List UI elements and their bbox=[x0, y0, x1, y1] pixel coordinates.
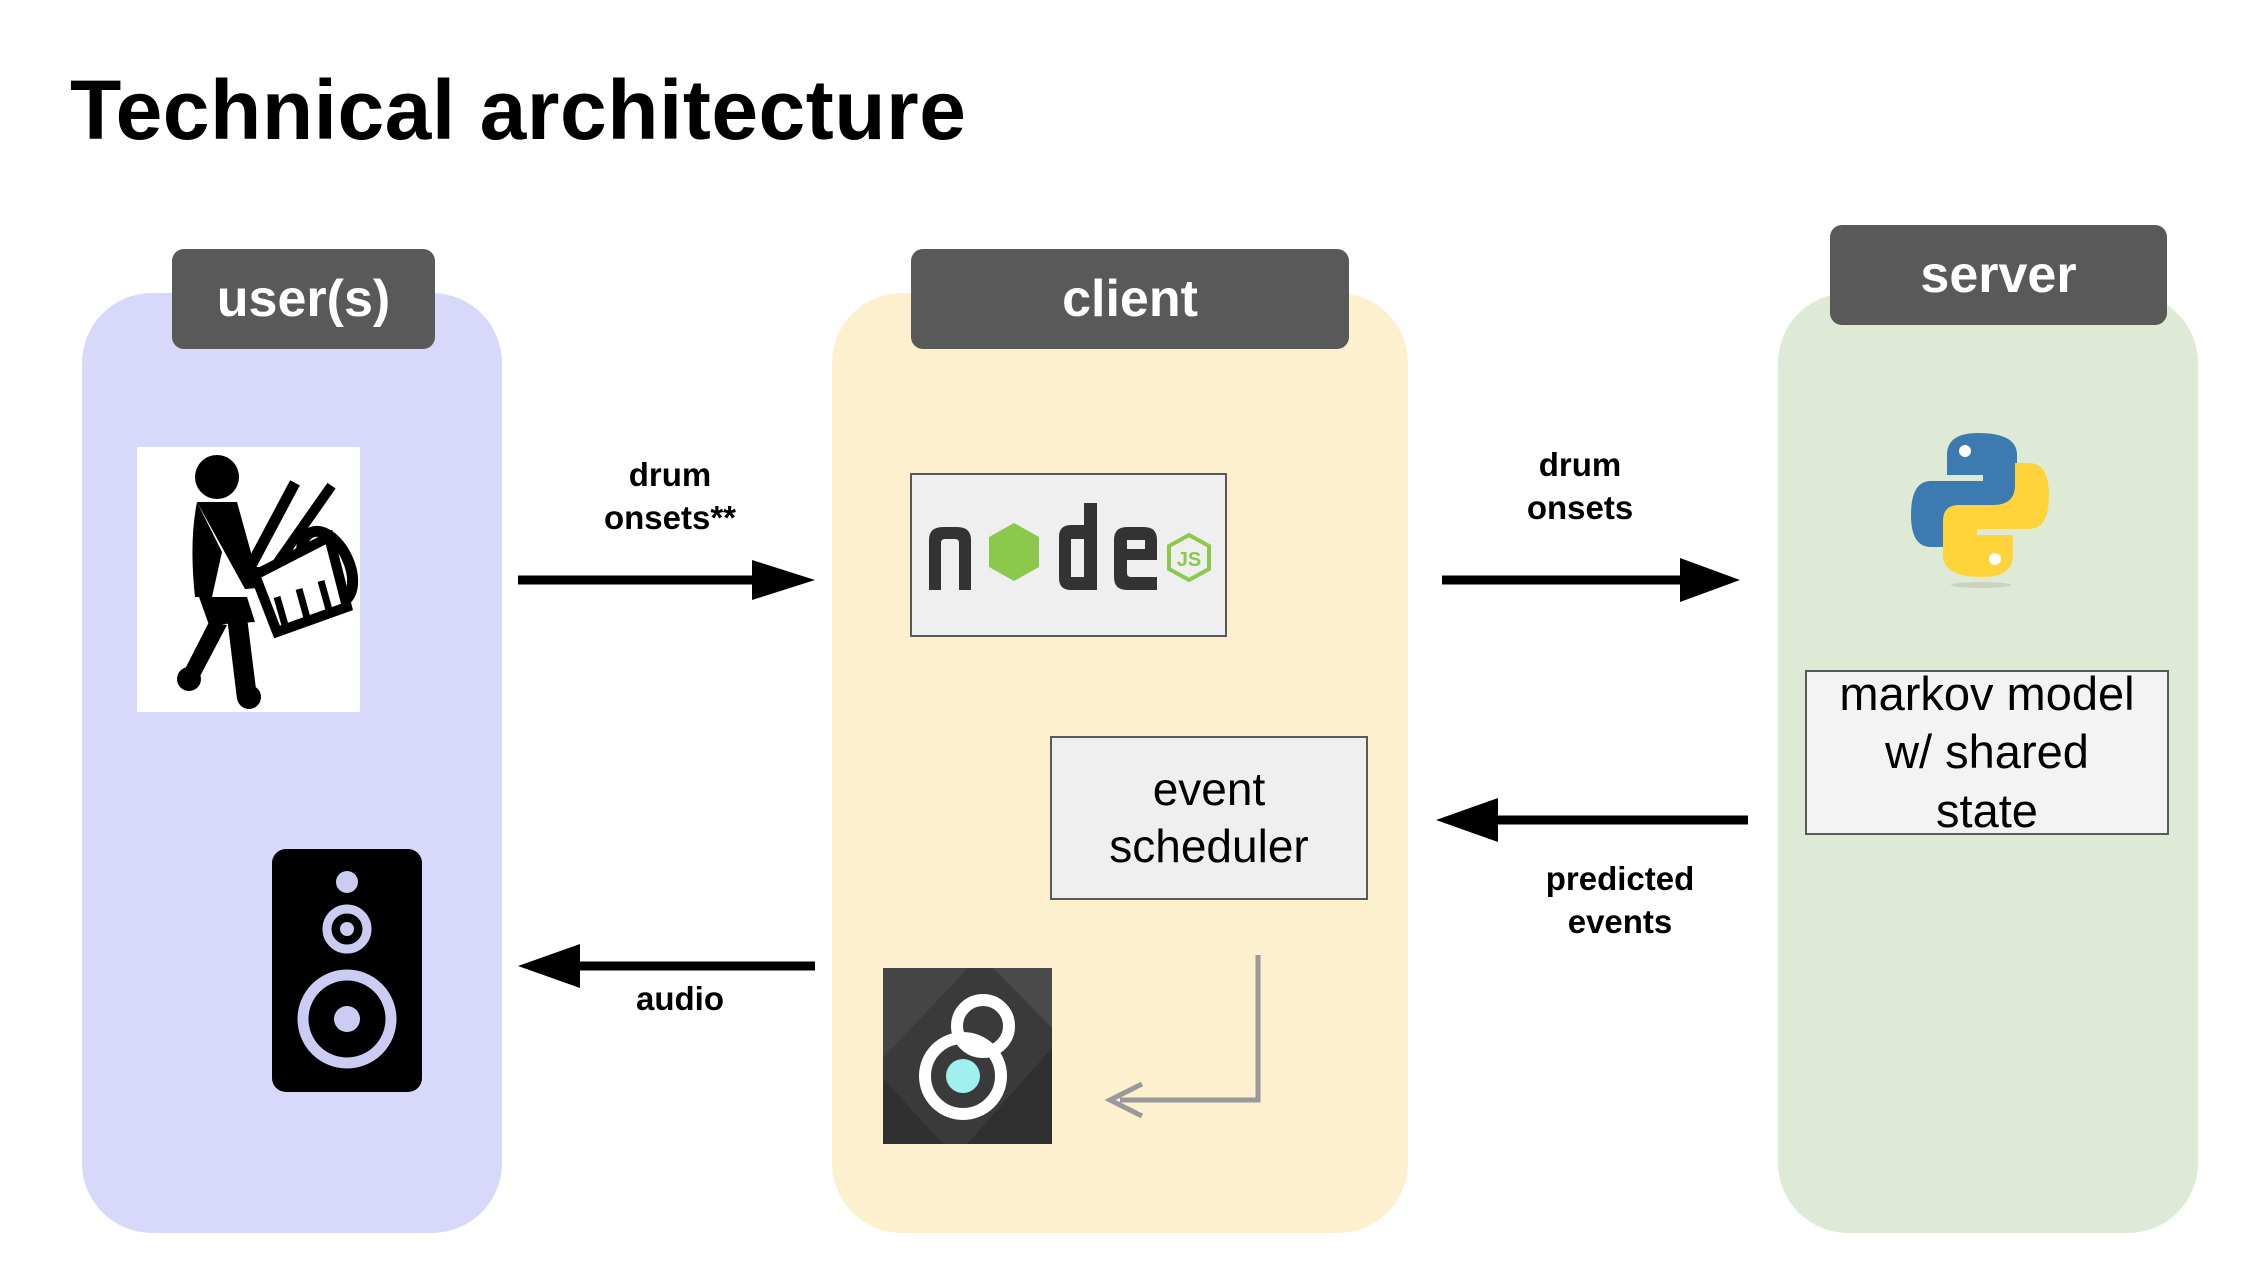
drum-onsets-to-client-label: drum onsets** bbox=[570, 454, 770, 540]
drum-onsets-arrow-to-client bbox=[518, 560, 815, 600]
markov-line2: w/ shared bbox=[1885, 725, 2089, 779]
client-header: client bbox=[911, 249, 1349, 349]
nodejs-logo-box: JS bbox=[910, 473, 1227, 637]
scheduler-line2: scheduler bbox=[1109, 820, 1309, 872]
label-line: onsets bbox=[1526, 488, 1634, 526]
nodejs-badge-text: JS bbox=[1176, 549, 1200, 571]
predicted-events-label: predicted events bbox=[1500, 858, 1740, 944]
label-line: drum bbox=[1538, 446, 1622, 483]
markov-model-box: markov model w/ shared state bbox=[1805, 667, 2169, 837]
tone-js-logo-icon bbox=[883, 968, 1052, 1144]
scheduler-line1: event bbox=[1152, 762, 1266, 815]
event-scheduler-box: event scheduler bbox=[1050, 736, 1368, 900]
slide-title: Technical architecture bbox=[70, 63, 967, 157]
nodejs-logo-icon: JS bbox=[928, 503, 1211, 590]
drum-onsets-to-server-label: drum onsets bbox=[1480, 444, 1680, 530]
speaker-icon bbox=[272, 849, 422, 1092]
label-line: predicted bbox=[1545, 860, 1695, 897]
server-header: server bbox=[1830, 225, 2167, 325]
python-logo-icon bbox=[1905, 425, 2055, 590]
markov-line3: state bbox=[1936, 783, 2038, 837]
users-header: user(s) bbox=[172, 249, 435, 349]
markov-line1: markov model bbox=[1839, 667, 2135, 721]
label-line: events bbox=[1567, 902, 1673, 940]
label-line: drum bbox=[628, 456, 712, 493]
drummer-icon bbox=[137, 447, 360, 712]
drum-onsets-arrow-to-server bbox=[1442, 558, 1740, 602]
audio-label: audio bbox=[636, 980, 724, 1017]
label-line: onsets** bbox=[603, 498, 737, 536]
predicted-events-arrow-to-client bbox=[1436, 798, 1748, 842]
